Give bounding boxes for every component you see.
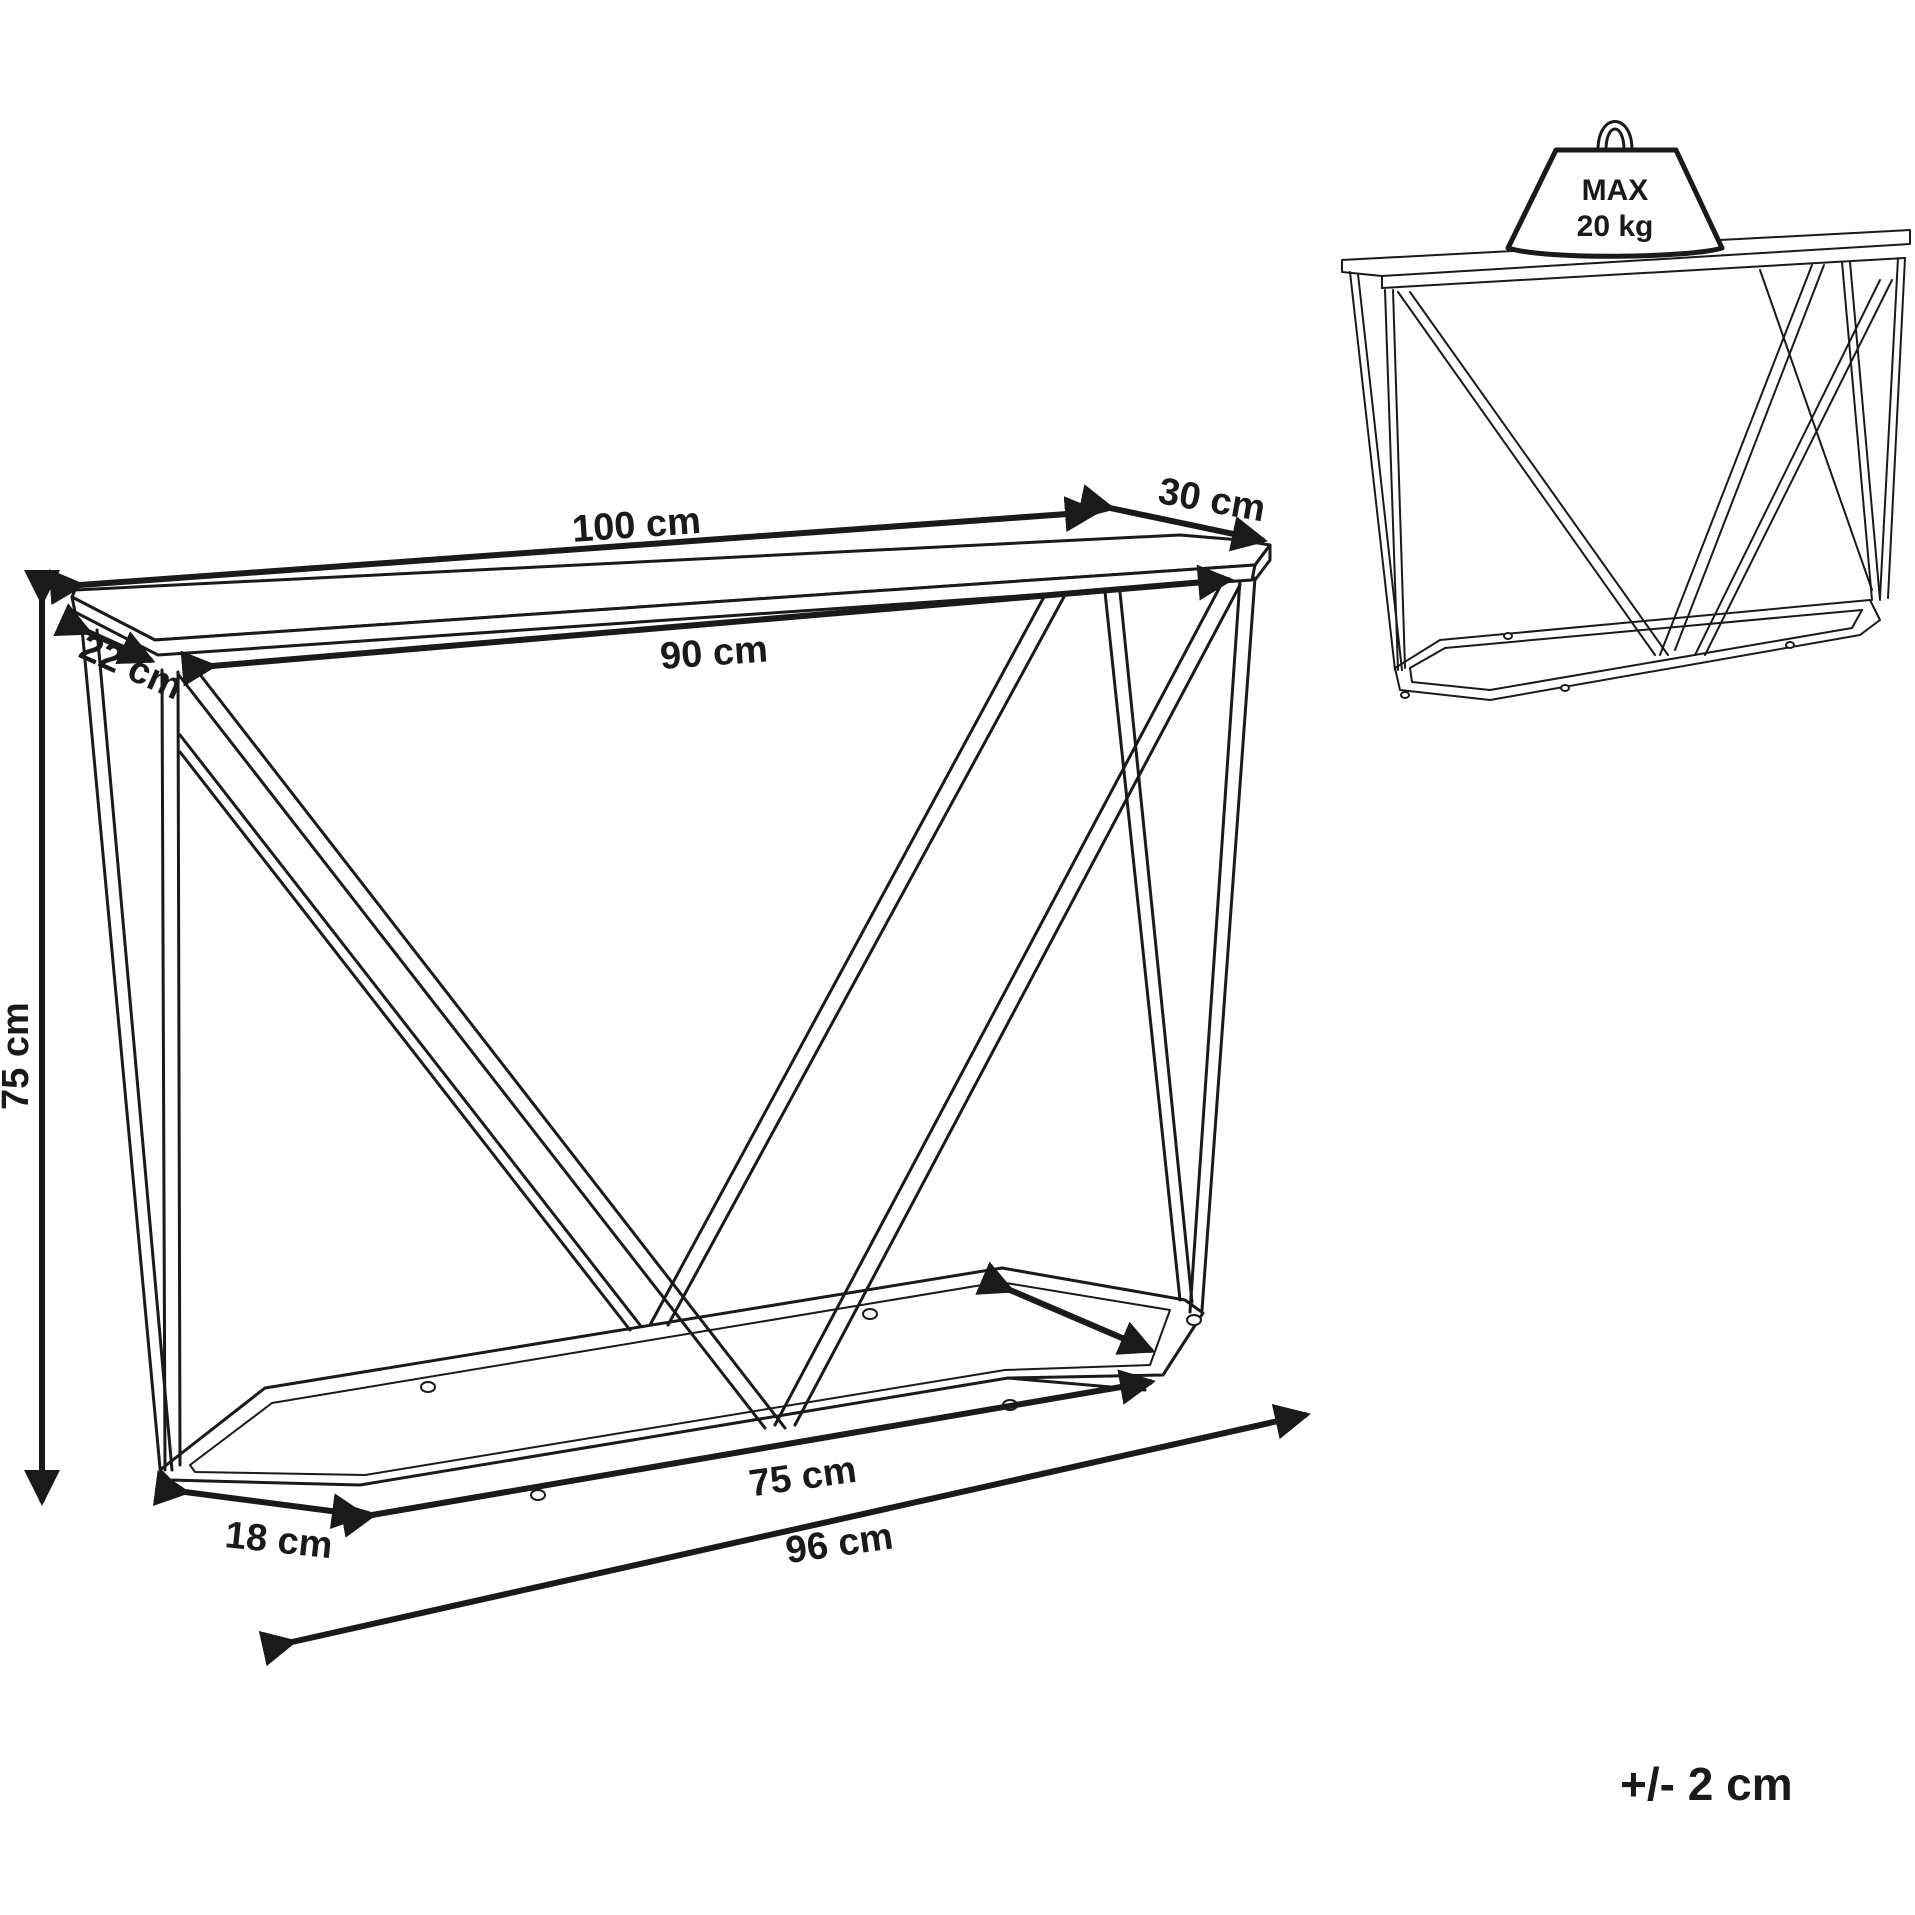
dimension-line-base-length: [258, 1403, 1311, 1667]
dimension-line-base-depth: [975, 1261, 1156, 1355]
dimension-line-base-side: [152, 1470, 368, 1529]
weight-value-label: 20 kg: [1577, 210, 1654, 243]
label-height: 75 cm: [0, 1002, 37, 1110]
label-base-inner-length: 75 cm: [747, 1449, 860, 1506]
label-inner-length: 90 cm: [659, 629, 769, 678]
label-base-side: 18 cm: [223, 1514, 335, 1567]
dimension-lines: [24, 484, 1311, 1667]
foot: [420, 1381, 436, 1393]
dimension-line-inner-depth: [53, 603, 156, 665]
console-table-thumbnail: [1341, 229, 1911, 701]
weight-icon: MAX 20 kg: [1505, 120, 1725, 259]
dimension-line-top-depth: [1076, 484, 1268, 552]
foot: [862, 1308, 878, 1320]
tolerance-label: +/- 2 cm: [1620, 1758, 1793, 1810]
metal-frame: [80, 576, 1257, 1472]
console-table-main: [70, 533, 1272, 1501]
label-top-length: 100 cm: [571, 500, 703, 551]
foot: [530, 1489, 546, 1501]
weight-max-label: MAX: [1582, 174, 1649, 207]
dimension-line-inner-length: [180, 564, 1234, 687]
foot: [1186, 1314, 1202, 1326]
label-base-length: 96 cm: [783, 1516, 896, 1573]
